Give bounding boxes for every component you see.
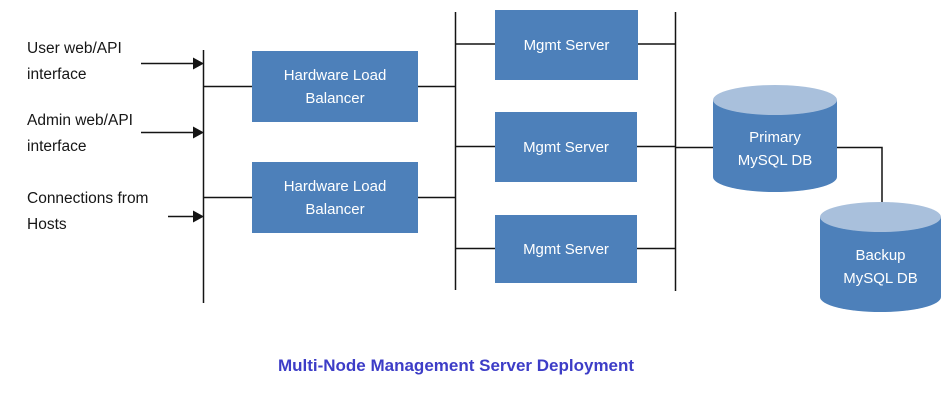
primary-db-line2: MySQL DB [737,151,813,169]
cylinder-top-ellipse [713,85,837,115]
node-primary-mysql-db: Primary MySQL DB [713,85,837,192]
input-label-user: User web/API interface [27,36,197,88]
backup-db-line1: Backup [855,247,906,264]
arrow-admin-head [193,126,204,139]
cylinder-body [820,217,941,312]
input-label-hosts-line2: Hosts [27,216,67,233]
arrow-user-head [193,57,204,70]
connector-primary-backup-elbow [837,146,883,210]
node-mgmt-server-1: Mgmt Server [495,10,638,80]
node-mgmt-server-3: Mgmt Server [495,215,637,283]
node-load-balancer-2: Hardware Load Balancer [252,162,418,233]
input-label-hosts-line1: Connections from [27,190,149,207]
primary-db-line1: Primary [749,128,801,146]
node-mgmt-server-3-label: Mgmt Server [523,240,609,258]
node-primary-mysql-db-label: Primary MySQL DB [713,85,837,192]
cylinder-top-ellipse [820,202,941,232]
input-label-admin: Admin web/API interface [27,108,197,160]
input-label-user-line2: interface [27,66,87,83]
input-label-user-line1: User web/API [27,40,122,57]
node-load-balancer-2-label: Hardware Load Balancer [283,177,387,218]
node-backup-mysql-db: Backup MySQL DB [820,202,941,312]
node-mgmt-server-2-label: Mgmt Server [523,138,609,156]
arrow-hosts-head [193,210,204,223]
node-backup-mysql-db-label: Backup MySQL DB [820,202,941,312]
node-load-balancer-1: Hardware Load Balancer [252,51,418,122]
input-label-admin-line1: Admin web/API [27,112,133,129]
input-label-hosts: Connections from Hosts [27,186,197,238]
diagram-title: Multi-Node Management Server Deployment [277,356,635,375]
backup-db-line2: MySQL DB [843,270,918,287]
node-mgmt-server-2: Mgmt Server [495,112,637,182]
node-load-balancer-1-label: Hardware Load Balancer [283,66,387,107]
input-label-admin-line2: interface [27,138,87,155]
node-mgmt-server-1-label: Mgmt Server [523,36,610,54]
cylinder-body [713,100,837,192]
